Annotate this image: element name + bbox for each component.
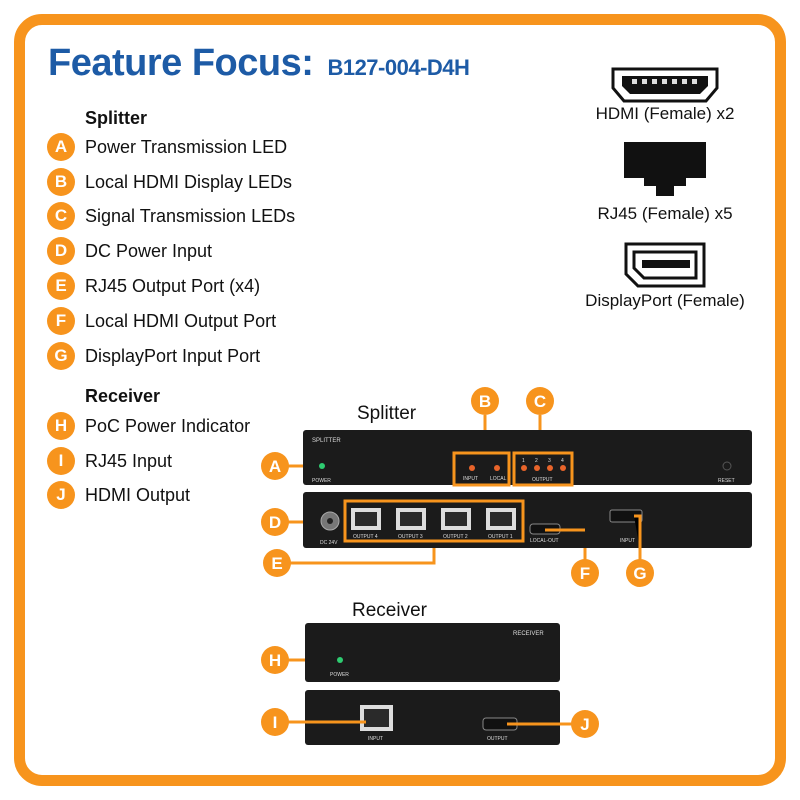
page-title: Feature Focus: B127-004-D4H (48, 42, 470, 85)
power-led (319, 463, 325, 469)
callout-letter: J (580, 715, 589, 734)
legend-item-a: A Power Transmission LED (47, 133, 287, 161)
svg-text:4: 4 (561, 458, 564, 464)
callout-letter: A (269, 457, 281, 476)
svg-text:INPUT: INPUT (368, 736, 383, 742)
svg-text:INPUT: INPUT (620, 538, 635, 544)
legend-label: Power Transmission LED (85, 136, 288, 157)
legend-item-h: H PoC Power Indicator (47, 412, 250, 440)
svg-text:POWER: POWER (330, 672, 349, 678)
svg-text:LOCAL-OUT: LOCAL-OUT (530, 538, 559, 544)
legend-label: DisplayPort Input Port (85, 345, 261, 366)
callout-i (261, 708, 289, 736)
rj45-label: RJ45 (Female) x5 (597, 204, 733, 223)
letter-badge: H (47, 412, 75, 440)
device-diagram: SPLITTER POWER INPUT LOCAL 1 2 3 4 OUTPUT R… (261, 387, 752, 745)
callout-d (261, 508, 289, 536)
splitter-front-panel (303, 430, 752, 485)
letter-badge: F (47, 307, 75, 335)
callout-letter: G (633, 564, 646, 583)
callout-g (626, 559, 654, 587)
hdmi-icon (611, 67, 719, 103)
legend-item-b: B Local HDMI Display LEDs (47, 168, 292, 196)
callout-letter: I (273, 713, 278, 732)
model-number: B127-004-D4H (327, 55, 470, 80)
legend-label: DC Power Input (85, 240, 213, 261)
legend-label: RJ45 Output Port (x4) (85, 275, 261, 296)
reset-label: RESET (718, 478, 735, 484)
callout-j (571, 710, 599, 738)
legend-item-i: I RJ45 Input (47, 447, 172, 475)
letter-badge: E (47, 272, 75, 300)
svg-text:1: 1 (522, 458, 525, 464)
legend-item-j: J HDMI Output (47, 481, 190, 509)
svg-text:OUTPUT: OUTPUT (487, 736, 508, 742)
letter-badge: J (47, 481, 75, 509)
legend-item-d: D DC Power Input (47, 237, 212, 265)
output-led-label: OUTPUT (532, 477, 553, 483)
callout-a (261, 452, 289, 480)
splitter-heading: Splitter (85, 108, 148, 128)
letter-badge: G (47, 342, 75, 370)
legend-item-e: E RJ45 Output Port (x4) (47, 272, 260, 300)
callout-letter: E (271, 554, 282, 573)
splitter-label: SPLITTER (312, 438, 341, 444)
svg-text:OUTPUT 3: OUTPUT 3 (398, 534, 423, 540)
receiver-diagram-title: Receiver (352, 600, 427, 621)
splitter-diagram-title: Splitter (357, 403, 417, 424)
svg-text:OUTPUT 2: OUTPUT 2 (443, 534, 468, 540)
power-label: POWER (312, 478, 331, 484)
receiver-rear-panel (305, 690, 560, 745)
callout-letter: H (269, 651, 281, 670)
legend-item-g: G DisplayPort Input Port (47, 342, 260, 370)
svg-text:RECEIVER: RECEIVER (513, 631, 544, 637)
title-text: Feature Focus: (48, 42, 314, 84)
legend-label: Local HDMI Output Port (85, 310, 277, 331)
receiver-heading: Receiver (85, 386, 161, 406)
displayport-input-port (609, 509, 643, 523)
callout-f (571, 559, 599, 587)
hdmi-label: HDMI (Female) x2 (595, 104, 735, 123)
svg-text:3: 3 (548, 458, 551, 464)
callout-h (261, 646, 289, 674)
legend-label: HDMI Output (85, 484, 191, 505)
legend-item-f: F Local HDMI Output Port (47, 307, 276, 335)
legend-label: Signal Transmission LEDs (85, 205, 296, 226)
svg-text:OUTPUT 4: OUTPUT 4 (353, 534, 378, 540)
letter-badge: B (47, 168, 75, 196)
rj45-ports (351, 508, 516, 530)
callout-c (526, 387, 554, 415)
letter-badge: C (47, 202, 75, 230)
displayport-icon (624, 242, 706, 288)
input-led (469, 465, 475, 471)
receiver-power-led (337, 657, 343, 663)
svg-text:DC 24V: DC 24V (320, 540, 338, 546)
callout-b (471, 387, 499, 415)
svg-text:2: 2 (535, 458, 538, 464)
local-led (494, 465, 500, 471)
legend-label: RJ45 Input (85, 450, 173, 471)
svg-text:OUTPUT 1: OUTPUT 1 (488, 534, 513, 540)
legend-label: PoC Power Indicator (85, 415, 251, 436)
callout-letter: D (269, 513, 281, 532)
orange-frame (14, 14, 786, 786)
input-led-label: INPUT (463, 476, 478, 482)
rj45-icon (624, 142, 706, 196)
legend-label: Local HDMI Display LEDs (85, 171, 293, 192)
receiver-front-panel (305, 623, 560, 682)
letter-badge: I (47, 447, 75, 475)
legend-item-c: C Signal Transmission LEDs (47, 202, 295, 230)
letter-badge: D (47, 237, 75, 265)
callout-letter: C (534, 392, 546, 411)
reset-button (722, 461, 732, 471)
callout-letter: B (479, 392, 491, 411)
callout-letter: F (580, 564, 590, 583)
letter-badge: A (47, 133, 75, 161)
displayport-label: DisplayPort (Female) (585, 291, 745, 310)
local-led-label: LOCAL (490, 476, 507, 482)
callout-e (263, 549, 291, 577)
